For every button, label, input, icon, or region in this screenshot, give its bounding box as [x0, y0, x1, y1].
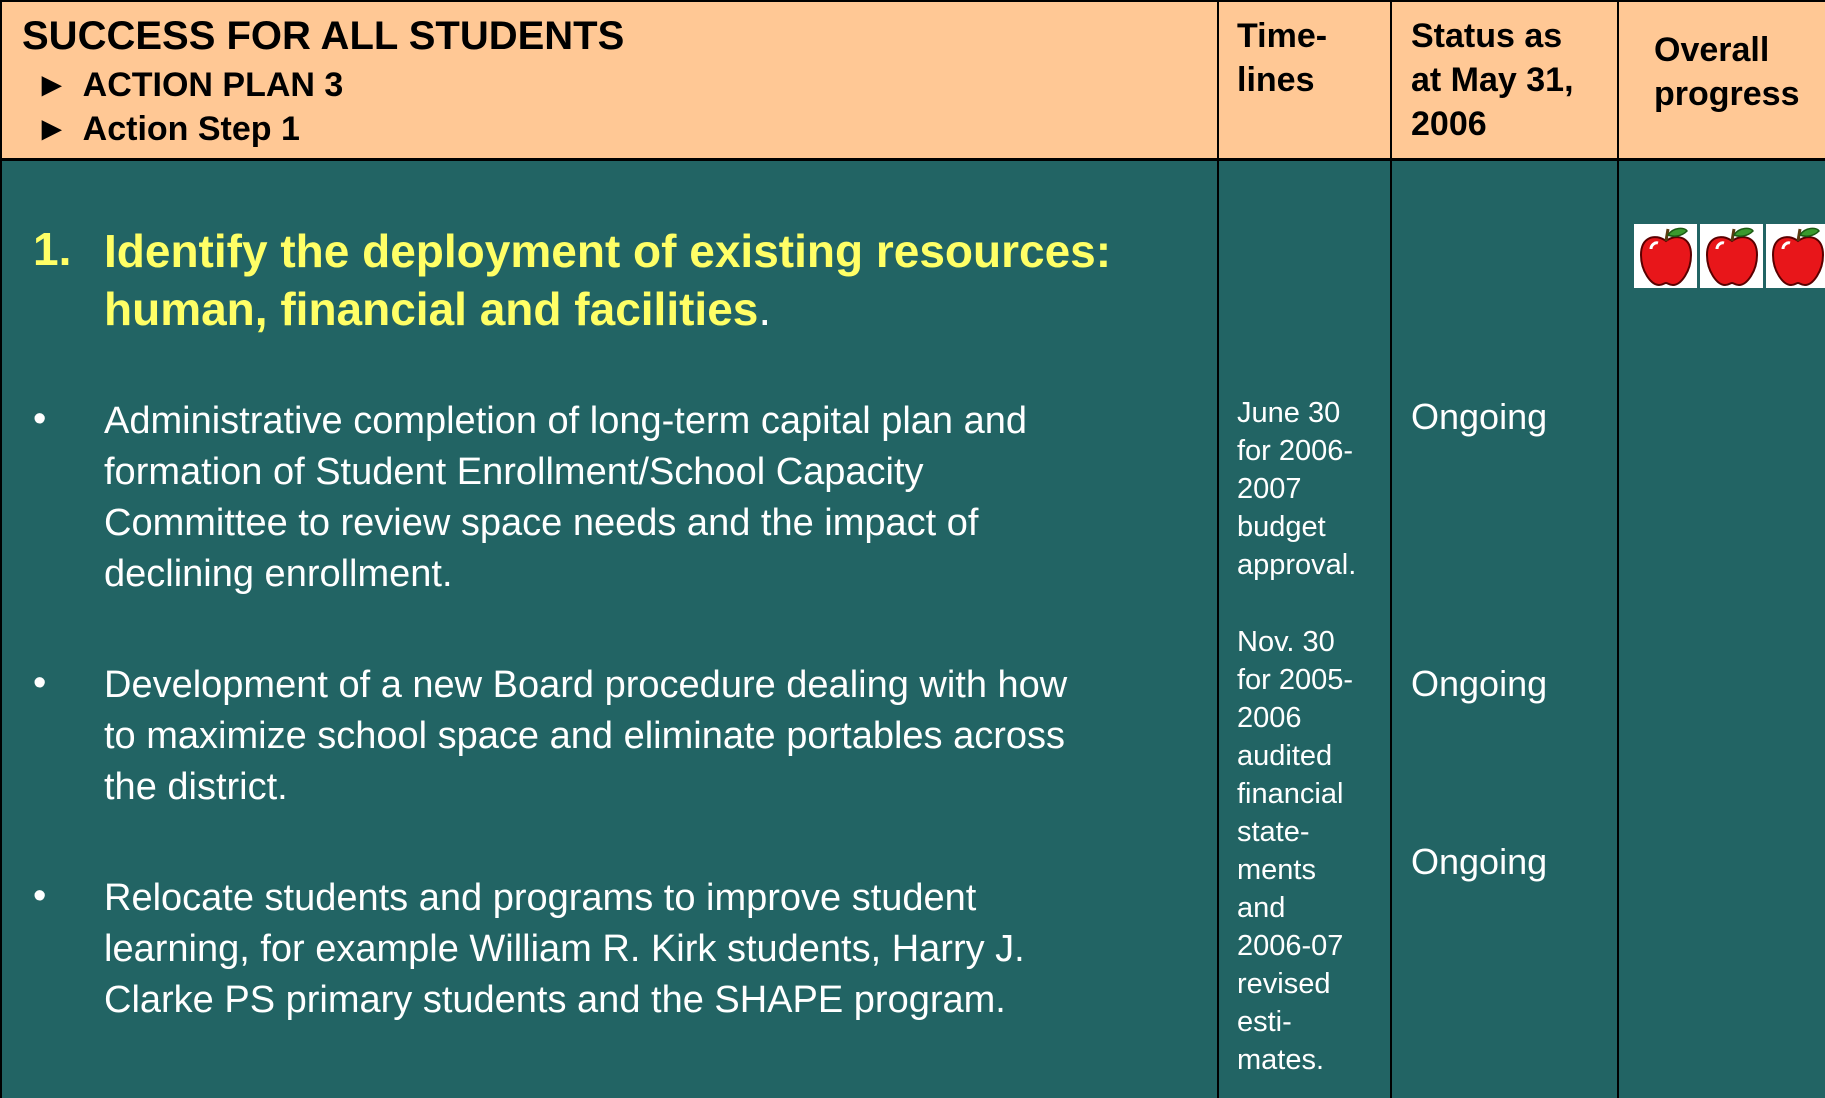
timeline-text: June 30 for 2006- 2007 budget approval.	[1237, 397, 1357, 581]
goal-heading: Identify the deployment of existing reso…	[104, 225, 1112, 335]
progress-apples	[1634, 224, 1825, 288]
bullet-icon: •	[33, 875, 47, 917]
list-item: Administrative completion of long-term c…	[104, 400, 1028, 595]
header-divider	[0, 158, 1825, 161]
column-divider	[1617, 0, 1619, 1098]
apple-icon	[1634, 224, 1697, 288]
progress-header: Overall progress	[1654, 31, 1800, 113]
arrow-right-icon: ►	[35, 66, 69, 104]
page-title: SUCCESS FOR ALL STUDENTS	[22, 14, 625, 58]
apple-icon	[1766, 224, 1825, 288]
list-item: Relocate students and programs to improv…	[104, 877, 1025, 1021]
bullet-icon: •	[33, 662, 47, 704]
column-divider	[1390, 0, 1392, 1098]
list-item: Development of a new Board procedure dea…	[104, 664, 1068, 808]
action-plan-label: ►ACTION PLAN 3	[35, 66, 344, 104]
header-bar	[0, 0, 1825, 160]
goal-number: 1.	[33, 223, 72, 275]
status-value: Ongoing	[1411, 396, 1548, 437]
action-step-label: ►Action Step 1	[35, 110, 300, 148]
apple-icon	[1700, 224, 1763, 288]
table-border-top	[0, 0, 1825, 2]
timeline-text: Nov. 30 for 2005- 2006 audited financial…	[1237, 626, 1354, 1076]
column-divider	[0, 0, 2, 1098]
status-header: Status as at May 31, 2006	[1411, 17, 1574, 143]
arrow-right-icon: ►	[35, 110, 69, 148]
bullet-icon: •	[33, 398, 47, 440]
timelines-header: Time- lines	[1237, 17, 1328, 99]
status-value: Ongoing	[1411, 841, 1548, 882]
status-value: Ongoing	[1411, 663, 1548, 704]
column-divider	[1217, 0, 1219, 1098]
